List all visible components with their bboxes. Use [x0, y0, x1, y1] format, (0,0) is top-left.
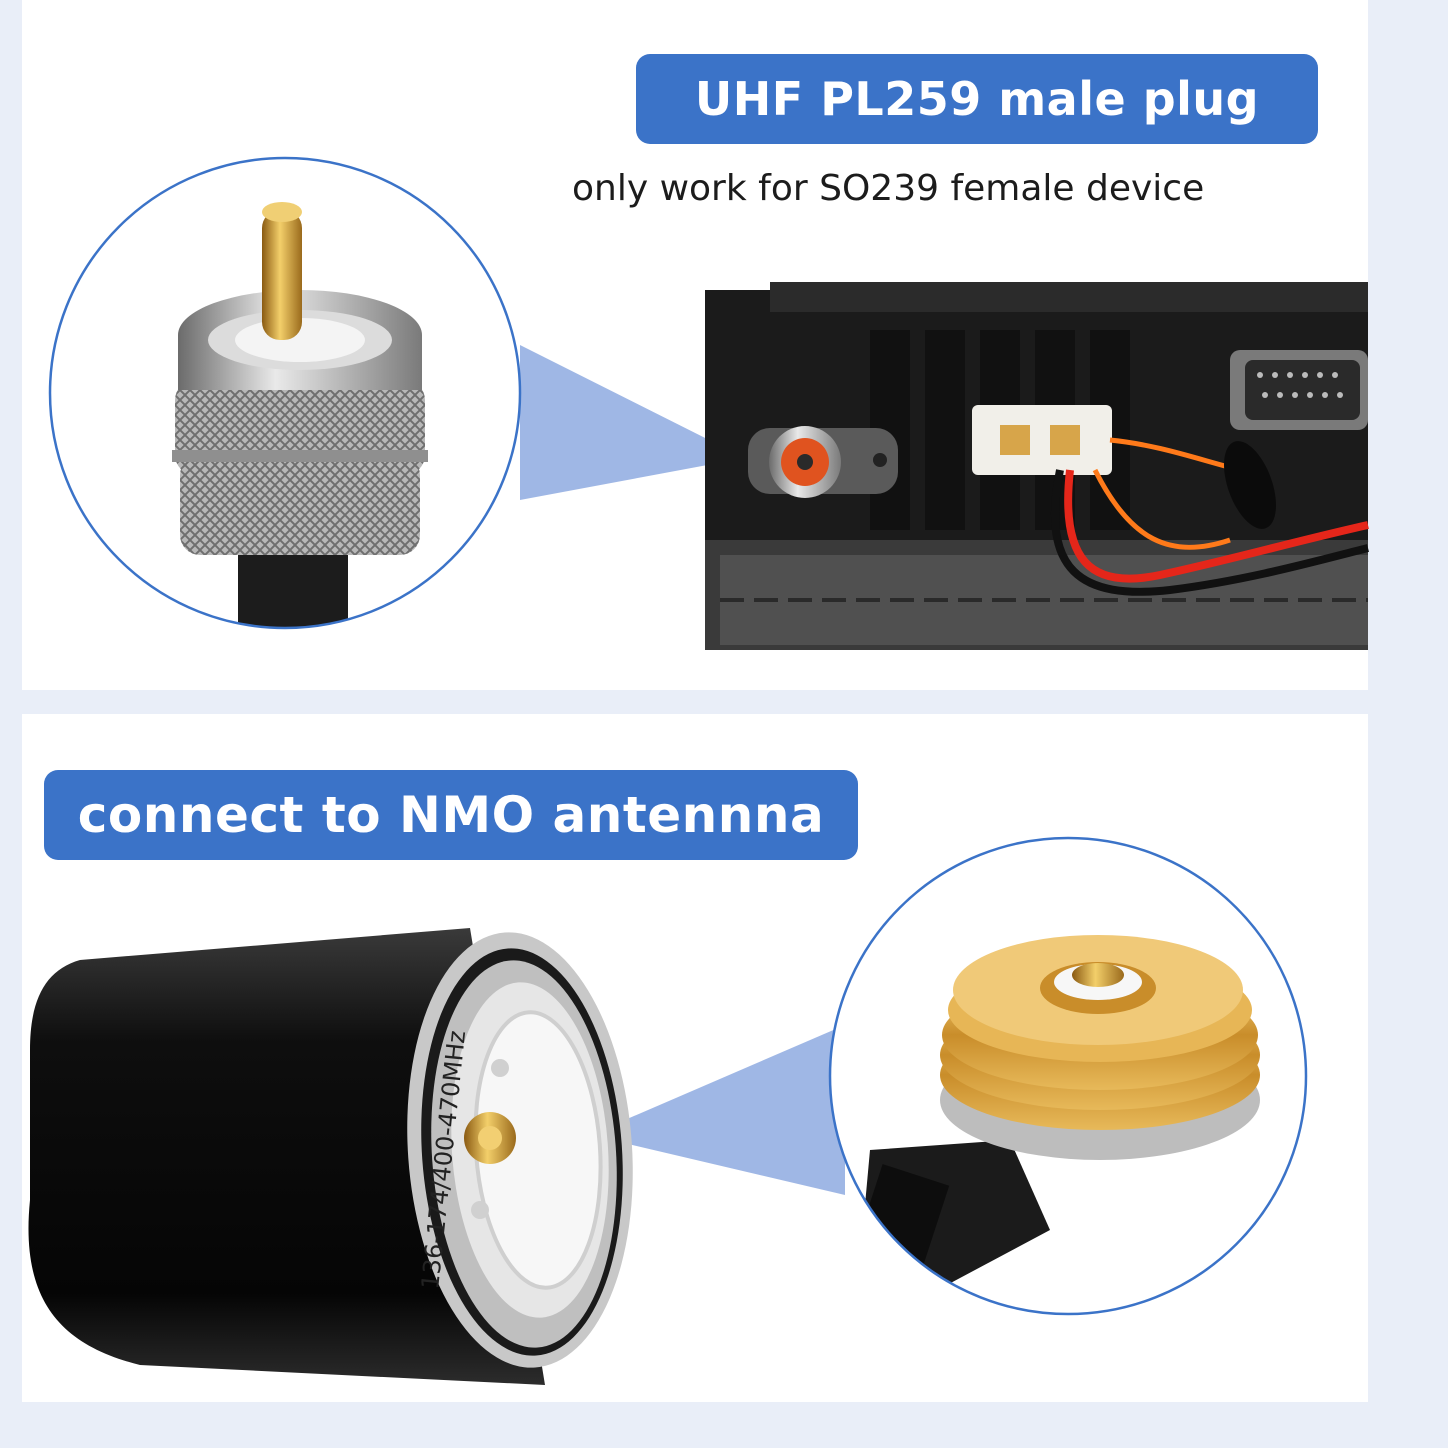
callout-beam-bottom [590, 1025, 845, 1195]
callout-beam-top [520, 345, 745, 500]
banner-pl259: UHF PL259 male plug [636, 54, 1318, 144]
banner-nmo: connect to NMO antennna [44, 770, 858, 860]
radio-device-image [705, 282, 1369, 650]
nmo-adapter-image: 136-174/400-470MHz [28, 928, 633, 1385]
compatibility-note: only work for SO239 female device [572, 168, 1205, 209]
pl259-plug-closeup [48, 156, 522, 630]
nmo-mount-closeup [828, 836, 1308, 1316]
